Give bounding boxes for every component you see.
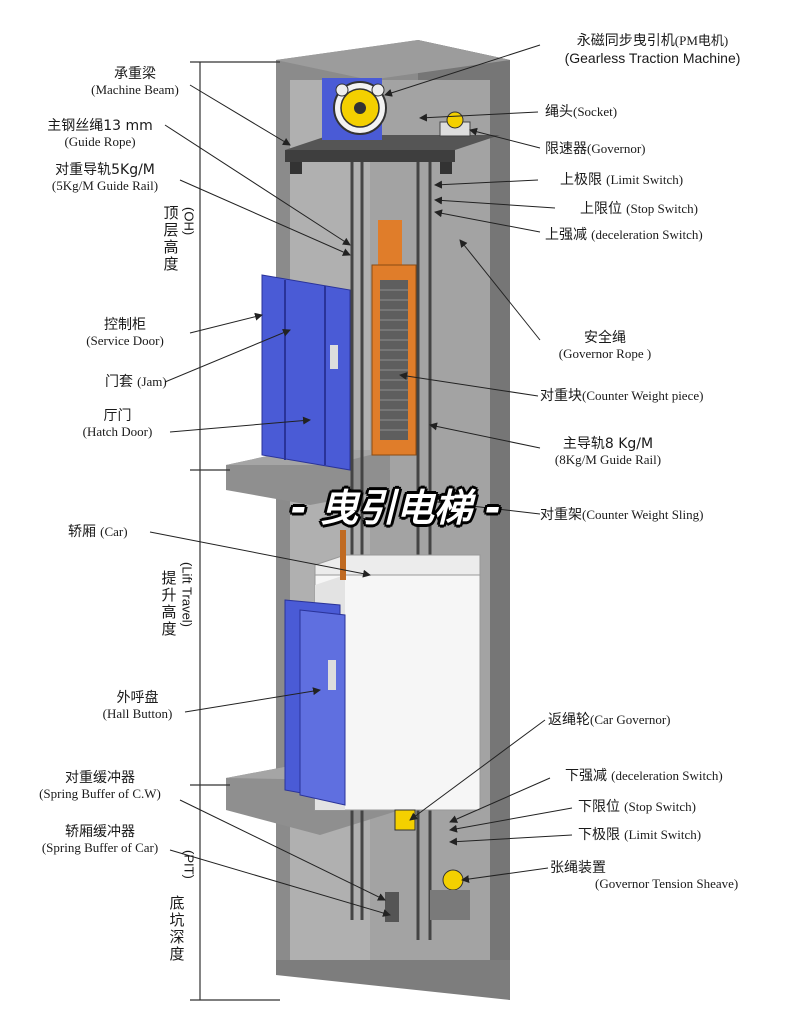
title-banner: - 曳引电梯 - — [290, 486, 501, 530]
dimension-pit: 底坑深度 — [168, 895, 186, 963]
label-governor-rope: 安全绳 (Governor Rope ) — [540, 330, 670, 362]
pit-equipment — [385, 809, 470, 922]
label-main-guide-rail: 主导轨8 Kg/M (8Kg/M Guide Rail) — [538, 436, 678, 468]
label-cw-sling: 对重架(Counter Weight Sling) — [540, 507, 703, 524]
label-en: (deceleration Switch) — [611, 768, 723, 783]
label-zh: 对重架 — [540, 507, 582, 523]
label-zh: 下强减 — [565, 768, 607, 784]
label-en: (Governor Rope ) — [558, 346, 652, 361]
label-cw-piece: 对重块(Counter Weight piece) — [540, 388, 703, 405]
label-en: (Governor Tension Sheave) — [595, 876, 739, 891]
label-zh: 控制柜 — [104, 317, 146, 333]
label-lower-decel: 下强减 (deceleration Switch) — [565, 768, 723, 785]
label-zh: 上强减 — [545, 227, 587, 243]
label-car: 轿厢 (Car) — [68, 524, 128, 541]
label-en: (Hall Button) — [102, 706, 173, 721]
label-en: (Counter Weight Sling) — [582, 507, 704, 522]
label-upper-decel: 上强减 (deceleration Switch) — [545, 227, 703, 244]
label-en: (5Kg/M Guide Rail) — [51, 178, 159, 193]
label-lower-stop: 下限位 (Stop Switch) — [578, 799, 696, 816]
label-zh: 厅门 — [103, 408, 132, 424]
dimension-lift: 提升高度 — [160, 570, 178, 638]
label-car-buffer: 轿厢缓冲器 (Spring Buffer of Car) — [20, 824, 180, 856]
label-en: (Car Governor) — [590, 712, 671, 727]
traction-machine — [322, 78, 387, 140]
dimension-zh: 底坑深度 — [169, 894, 185, 963]
label-en: (Stop Switch) — [624, 799, 697, 814]
label-tension-sheave: 张绳装置 (Governor Tension Sheave) — [550, 860, 775, 892]
label-zh: 门套 — [105, 374, 133, 390]
label-en: (Limit Switch) — [624, 827, 702, 842]
callout-lines — [149, 44, 573, 917]
label-en: (8Kg/M Guide Rail) — [554, 452, 662, 467]
label-hatch-door: 厅门 (Hatch Door) — [60, 408, 175, 440]
label-zh: 限速器 — [545, 141, 587, 157]
label-zh: 永磁同步曳引机 — [576, 33, 675, 49]
label-zh: 上限位 — [580, 201, 622, 217]
dimension-lines — [190, 61, 280, 1001]
label-en: (Service Door) — [86, 333, 164, 348]
label-en: (Gearless Traction Machine) — [564, 50, 741, 66]
label-zh: 外呼盘 — [116, 690, 159, 706]
label-en: (Guide Rope) — [64, 134, 136, 149]
label-en: (Spring Buffer of Car) — [41, 840, 159, 855]
label-zh: 张绳装置 — [550, 860, 606, 876]
label-en: (Governor) — [587, 141, 646, 156]
label-socket: 绳头(Socket) — [545, 104, 617, 121]
label-service-door: 控制柜 (Service Door) — [60, 317, 190, 349]
label-en: (Limit Switch) — [606, 172, 684, 187]
label-zh-paren: (PM电机) — [674, 33, 729, 48]
label-en: (Stop Switch) — [626, 201, 699, 216]
label-zh: 上极限 — [560, 172, 602, 188]
label-en: (Machine Beam) — [91, 82, 179, 97]
dimension-en: (Lift Travel) — [179, 562, 195, 628]
dimension-en: (PIT) — [181, 850, 197, 879]
label-zh: 返绳轮 — [548, 712, 590, 728]
label-lower-limit: 下极限 (Limit Switch) — [578, 827, 701, 844]
label-en: (Jam) — [137, 374, 167, 389]
label-en: (Spring Buffer of C.W) — [39, 786, 161, 801]
dimension-lift-en: (Lift Travel) — [178, 560, 196, 629]
label-zh: 对重缓冲器 — [65, 770, 135, 786]
label-zh: 轿厢缓冲器 — [65, 824, 135, 840]
label-upper-stop: 上限位 (Stop Switch) — [580, 201, 698, 218]
label-en: (Car) — [100, 524, 128, 539]
dimension-oh: 顶层高度 — [162, 205, 180, 273]
dimension-oh-en: (OH) — [180, 205, 198, 237]
dimension-en: (OH) — [181, 207, 197, 236]
label-guide-rope: 主钢丝绳13 mm (Guide Rope) — [30, 118, 170, 150]
label-zh: 主钢丝绳13 mm — [47, 118, 153, 134]
label-jam: 门套 (Jam) — [105, 374, 167, 391]
label-zh: 对重导轨5Kg/M — [55, 162, 155, 178]
label-en: (Counter Weight piece) — [582, 388, 704, 403]
label-hall-button: 外呼盘 (Hall Button) — [85, 690, 190, 722]
label-zh: 轿厢 — [68, 524, 96, 540]
label-zh: 下极限 — [578, 827, 620, 843]
label-zh: 承重梁 — [114, 66, 156, 82]
label-cw-guide-rail: 对重导轨5Kg/M (5Kg/M Guide Rail) — [20, 162, 190, 194]
label-car-governor: 返绳轮(Car Governor) — [548, 712, 671, 729]
label-en: (deceleration Switch) — [591, 227, 703, 242]
label-cw-buffer: 对重缓冲器 (Spring Buffer of C.W) — [20, 770, 180, 802]
label-machine-beam: 承重梁 (Machine Beam) — [80, 66, 190, 98]
dimension-zh: 顶层高度 — [163, 204, 179, 273]
label-zh: 主导轨8 Kg/M — [562, 436, 654, 452]
lower-hatch-door — [284, 599, 346, 806]
dimension-zh: 提升高度 — [161, 569, 177, 638]
label-en: (Socket) — [573, 104, 618, 119]
label-zh: 绳头 — [545, 104, 573, 120]
label-zh: 对重块 — [540, 388, 582, 404]
upper-doors — [261, 274, 351, 471]
label-upper-limit: 上极限 (Limit Switch) — [560, 172, 683, 189]
label-zh: 安全绳 — [584, 330, 626, 346]
dimension-pit-en: (PIT) — [180, 848, 198, 881]
label-governor: 限速器(Governor) — [545, 141, 645, 158]
label-traction-machine: 永磁同步曳引机(PM电机) (Gearless Traction Machine… — [530, 33, 775, 66]
label-en: (Hatch Door) — [82, 424, 153, 439]
label-zh: 下限位 — [578, 799, 620, 815]
counter-weight — [371, 220, 417, 456]
